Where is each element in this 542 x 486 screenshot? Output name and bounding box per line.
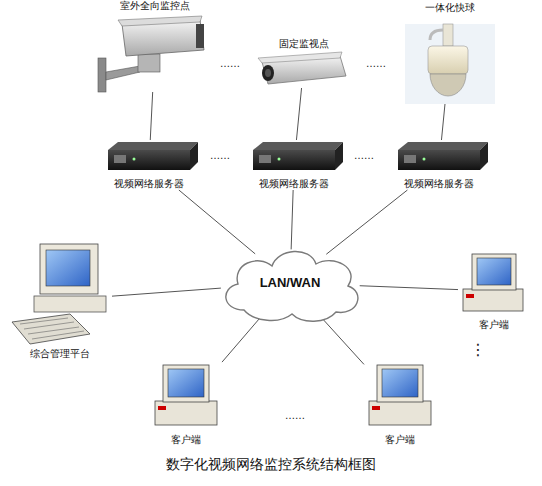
network-cloud: LAN/WAN xyxy=(214,242,366,324)
video-server-icon xyxy=(398,142,488,170)
network-link xyxy=(112,288,221,296)
client-pc-icon xyxy=(155,365,217,425)
network-link xyxy=(291,190,293,249)
video-server-icon xyxy=(253,142,343,170)
fixed-camera-icon xyxy=(258,52,346,84)
network-link xyxy=(179,190,255,254)
device-label: 客户端 xyxy=(479,319,509,331)
device-label: 客户端 xyxy=(171,434,201,446)
camera-node: 一体化快球 xyxy=(404,2,496,104)
outdoor-camera-icon xyxy=(98,16,204,92)
camera-node: 室外全向监控点 xyxy=(92,0,218,92)
cloud-shape xyxy=(226,251,358,321)
workstation-icon xyxy=(12,244,106,344)
continuation-dots: …… xyxy=(366,58,386,69)
network-link xyxy=(326,190,407,254)
network-link xyxy=(222,314,263,362)
continuation-dots: …… xyxy=(220,58,240,69)
network-link xyxy=(318,314,364,365)
continuation-dots: ⋮ xyxy=(470,340,486,359)
device-label: 一体化快球 xyxy=(425,2,475,14)
server-node: 视频网络服务器 xyxy=(389,140,489,190)
device-label: 视频网络服务器 xyxy=(259,178,329,190)
client-node: 客户端 xyxy=(458,251,530,331)
device-label: 客户端 xyxy=(385,434,415,446)
management-node: 综合管理平台 xyxy=(8,240,112,360)
device-label: 综合管理平台 xyxy=(30,348,90,360)
figure-caption: 数字化视频网络监控系统结构框图 xyxy=(0,456,542,474)
camera-node: 固定监视点 xyxy=(252,38,356,88)
network-link xyxy=(296,88,301,140)
device-label: 视频网络服务器 xyxy=(404,178,474,190)
server-node: 视频网络服务器 xyxy=(244,140,344,190)
client-pc-icon xyxy=(369,365,431,425)
network-link xyxy=(150,92,152,140)
network-link xyxy=(441,104,445,140)
speed-dome-icon xyxy=(405,24,495,104)
continuation-dots: …… xyxy=(210,150,230,161)
client-node: 客户端 xyxy=(364,362,436,446)
continuation-dots: …… xyxy=(354,150,374,161)
device-label: 室外全向监控点 xyxy=(120,0,190,12)
client-node: 客户端 xyxy=(150,362,222,446)
continuation-dots: …… xyxy=(285,410,305,421)
network-label: LAN/WAN xyxy=(260,277,321,289)
client-pc-icon xyxy=(463,254,523,311)
network-link xyxy=(360,286,458,290)
server-node: 视频网络服务器 xyxy=(99,140,199,190)
device-label: 固定监视点 xyxy=(279,38,329,50)
video-server-icon xyxy=(108,142,198,170)
device-label: 视频网络服务器 xyxy=(114,178,184,190)
